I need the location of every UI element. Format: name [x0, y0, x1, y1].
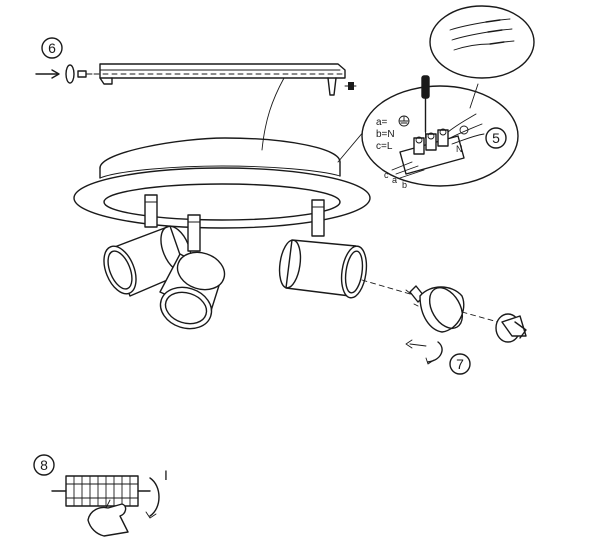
step8-group: 8 I: [33, 454, 168, 537]
legend-a: a=: [376, 117, 388, 128]
step6-group: 6: [35, 37, 357, 151]
stripped-wires-icon: [449, 18, 515, 51]
step7-badge: [449, 353, 471, 375]
terminal-label-c: c: [384, 170, 389, 180]
terminal-label-a: a: [392, 175, 397, 185]
bracket-screw-icon: [344, 82, 357, 90]
wire-strip-bubble: [429, 5, 535, 79]
step7-label: 7: [456, 356, 464, 372]
screwdriver-icon: [421, 75, 430, 139]
step8-badge: [33, 454, 55, 476]
rotation-arrow-icon: [145, 477, 160, 519]
mounting-bracket: [93, 63, 357, 96]
legend-c: c=L: [376, 141, 393, 152]
step5-group: a= b=N c=L c a b: [337, 5, 535, 190]
terminal-block: [391, 128, 465, 179]
step8-direction-label: I: [164, 467, 168, 483]
bulb-icon: [405, 285, 465, 333]
hand-icon: [87, 499, 129, 537]
legend-b: b=N: [376, 129, 395, 140]
step7-group: 7: [361, 279, 527, 375]
terminal-label-n: N: [456, 144, 463, 154]
supply-cable: [261, 77, 285, 151]
terminal-label-b: b: [402, 180, 407, 190]
screw-washer-icon: [65, 64, 93, 84]
step6-arrow-icon: [35, 69, 60, 79]
step5-badge: [485, 127, 507, 149]
rotation-arrow-icon: [405, 339, 443, 365]
wire-marker: [459, 125, 469, 135]
spot-right: [278, 199, 368, 299]
step8-label: 8: [40, 457, 48, 473]
step6-badge: [41, 37, 63, 59]
step5-label: 5: [492, 130, 500, 146]
ceiling-base-plate: [73, 137, 371, 229]
spot-middle: [159, 214, 226, 330]
step6-label: 6: [48, 40, 56, 56]
cover-icon: [495, 313, 527, 343]
terminal-strip: [51, 475, 151, 507]
ground-icon: [398, 115, 410, 127]
